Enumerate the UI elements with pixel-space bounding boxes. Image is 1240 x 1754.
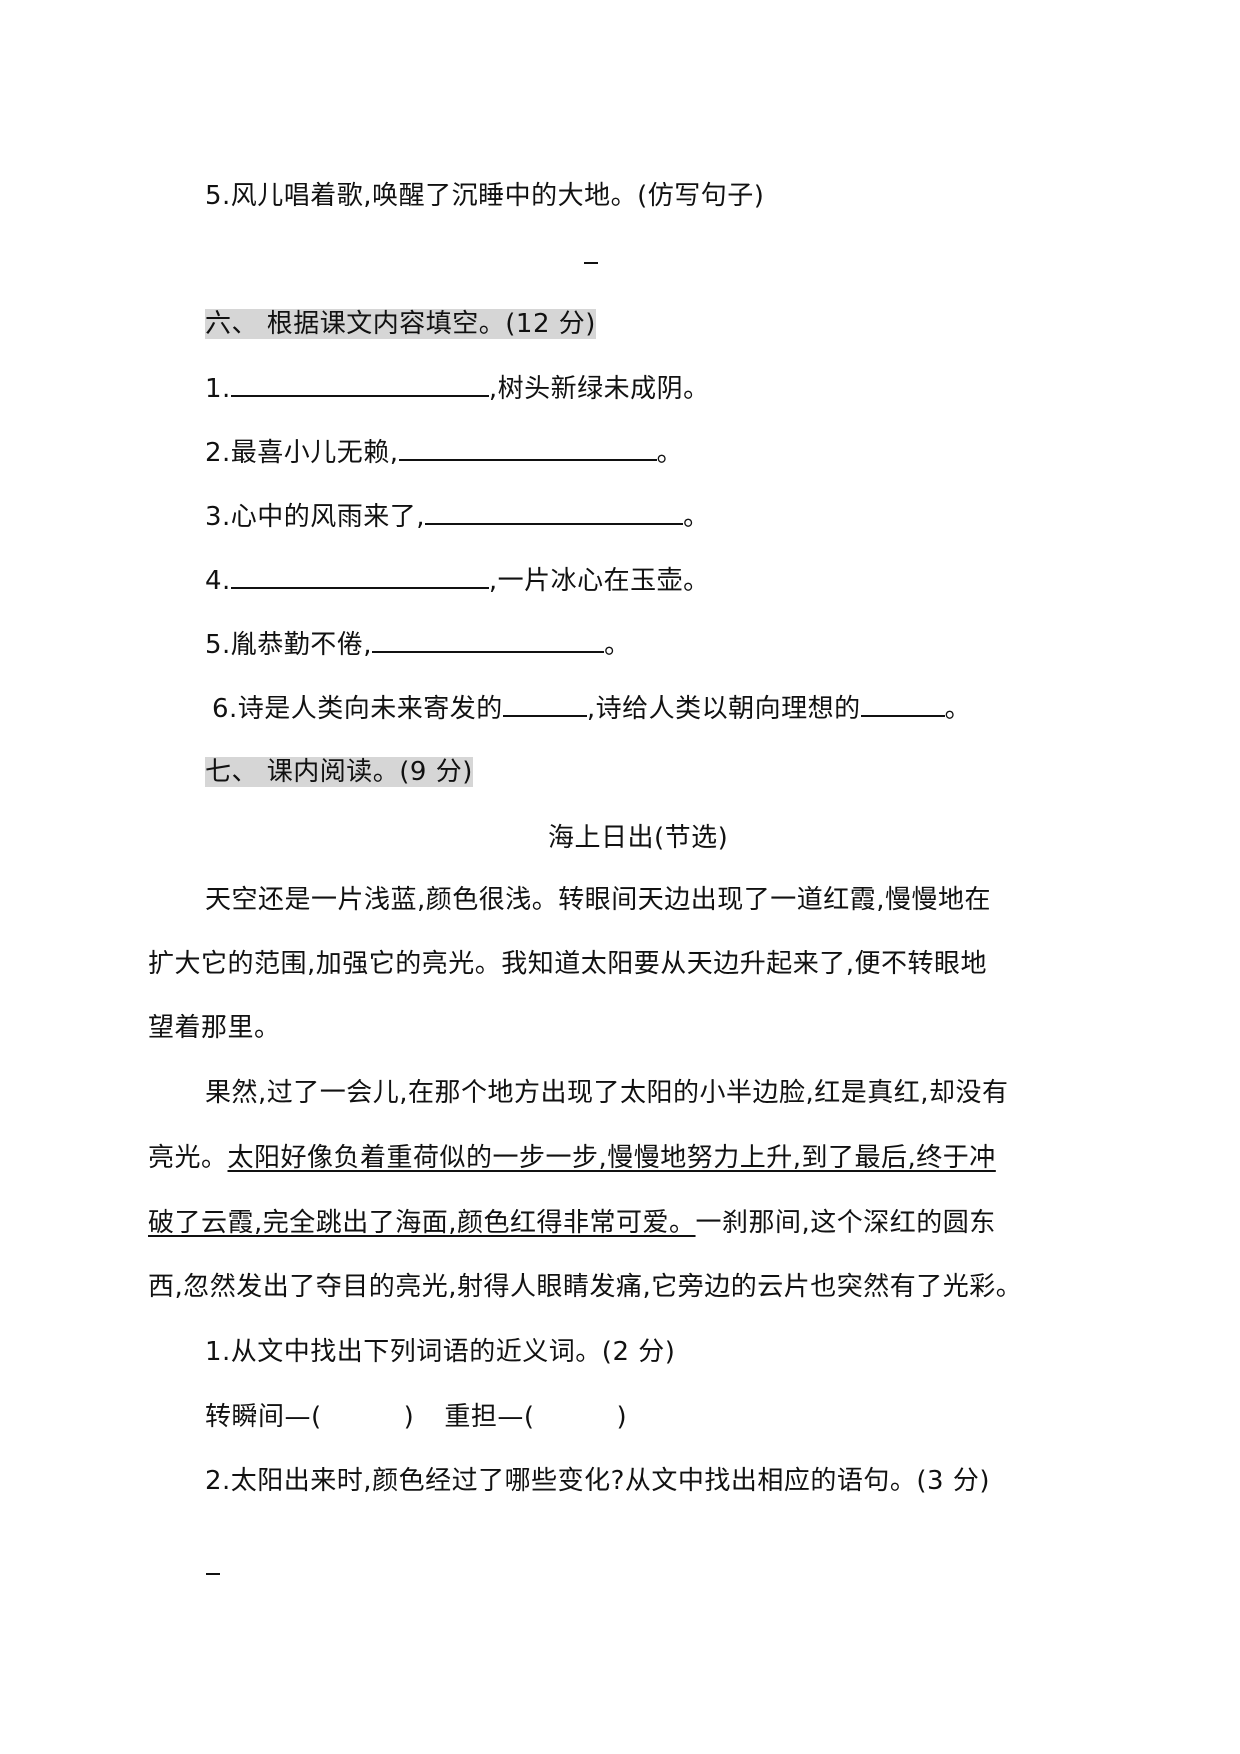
section-7-heading: 七、 课内阅读。(9 分) (205, 755, 473, 789)
paragraph-2-line-4: 西,忽然发出了夺目的亮光,射得人眼睛发痛,它旁边的云片也突然有了光彩。 (148, 1272, 1023, 1302)
fill-item-5-suffix: 。 (604, 630, 631, 660)
fill-item-5: 5.胤恭勤不倦, 。 (205, 627, 631, 662)
fill-item-6-middle: ,诗给人类以朝向理想的 (586, 694, 861, 724)
fill-item-2: 2.最喜小儿无赖, 。 (205, 435, 683, 470)
section-6-score: (12 分) (505, 309, 596, 339)
answer-blank-mark-2 (206, 1573, 220, 1575)
reading-question-1: 1.从文中找出下列词语的近义词。(2 分) (205, 1337, 676, 1367)
fill-item-1-prefix: 1. (205, 374, 231, 404)
underlined-sentence-part-1: 太阳好像负着重荷似的一步一步,慢慢地努力上升,到了最后,终于冲 (227, 1143, 996, 1173)
fill-blank-3[interactable] (425, 499, 684, 525)
answer-blank-mark (584, 262, 598, 264)
fill-blank-5[interactable] (372, 627, 605, 653)
synonym-close-1: ) (403, 1402, 415, 1432)
fill-item-5-prefix: 5.胤恭勤不倦, (205, 630, 373, 660)
synonym-word-1: 转瞬间—( (205, 1402, 322, 1432)
paragraph-2-line-1: 果然,过了一会儿,在那个地方出现了太阳的小半边脸,红是真红,却没有 (205, 1078, 1009, 1108)
passage-title: 海上日出(节选) (548, 823, 729, 853)
fill-item-4-prefix: 4. (205, 566, 231, 596)
reading-question-2: 2.太阳出来时,颜色经过了哪些变化?从文中找出相应的语句。(3 分) (205, 1466, 990, 1496)
fill-item-4-suffix: ,一片冰心在玉壶。 (488, 566, 710, 596)
fill-blank-6b[interactable] (860, 691, 945, 717)
fill-blank-4[interactable] (230, 563, 489, 589)
fill-blank-6a[interactable] (502, 691, 587, 717)
paragraph-1-line-3: 望着那里。 (148, 1013, 281, 1043)
section-6-heading: 六、 根据课文内容填空。(12 分) (205, 307, 596, 341)
paragraph-2-plain-text: 亮光。 (148, 1143, 228, 1173)
fill-item-2-prefix: 2.最喜小儿无赖, (205, 438, 399, 468)
fill-item-3-prefix: 3.心中的风雨来了, (205, 502, 426, 532)
fill-blank-1[interactable] (230, 371, 489, 397)
fill-item-6-suffix: 。 (944, 694, 972, 724)
synonym-close-2: ) (616, 1402, 628, 1432)
paragraph-2-line-3: 破了云霞,完全跳出了海面,颜色红得非常可爱。一刹那间,这个深红的圆东 (148, 1206, 996, 1240)
paragraph-2-plain-text-2: 一刹那间,这个深红的圆东 (695, 1208, 996, 1238)
fill-blank-2[interactable] (398, 435, 657, 461)
fill-item-1-suffix: ,树头新绿未成阴。 (488, 374, 710, 404)
synonym-answers: 转瞬间—() 重担—() (205, 1400, 627, 1434)
underlined-sentence-part-2: 破了云霞,完全跳出了海面,颜色红得非常可爱。 (148, 1208, 696, 1238)
paragraph-1-line-1: 天空还是一片浅蓝,颜色很浅。转眼间天边出现了一道红霞,慢慢地在 (205, 885, 992, 915)
synonym-word-2: 重担—( (444, 1402, 535, 1432)
section-7-heading-text: 七、 课内阅读。 (205, 757, 400, 787)
fill-item-3: 3.心中的风雨来了, 。 (205, 499, 710, 534)
section-7-score: (9 分) (399, 757, 473, 787)
fill-item-3-suffix: 。 (683, 502, 710, 532)
fill-item-1: 1. ,树头新绿未成阴。 (205, 371, 710, 406)
paragraph-1-line-2: 扩大它的范围,加强它的亮光。我知道太阳要从天边升起来了,便不转眼地 (148, 949, 988, 979)
fill-item-6: 6.诗是人类向未来寄发的 ,诗给人类以朝向理想的 。 (212, 691, 971, 726)
paragraph-2-line-2: 亮光。太阳好像负着重荷似的一步一步,慢慢地努力上升,到了最后,终于冲 (148, 1141, 996, 1175)
fill-item-2-suffix: 。 (656, 438, 684, 468)
fill-item-6-prefix: 6.诗是人类向未来寄发的 (212, 694, 503, 724)
fill-item-4: 4. ,一片冰心在玉壶。 (205, 563, 710, 598)
rewrite-question: 5.风儿唱着歌,唤醒了沉睡中的大地。(仿写句子) (205, 181, 765, 211)
section-6-heading-text: 六、 根据课文内容填空。 (205, 309, 506, 339)
